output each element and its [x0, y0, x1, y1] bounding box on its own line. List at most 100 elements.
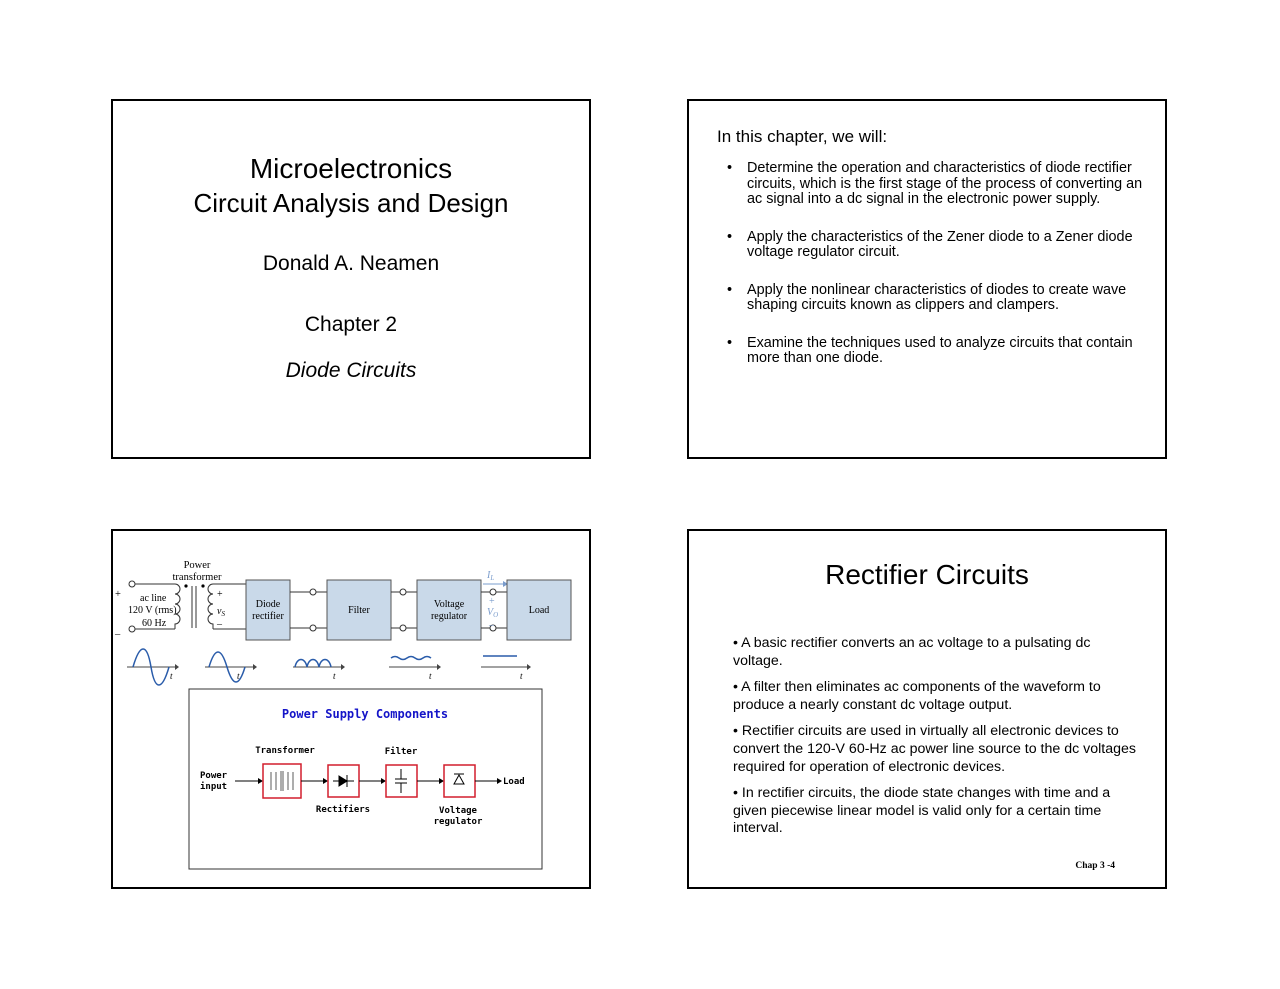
plus-sign: + — [217, 589, 223, 600]
load-label: Load — [503, 777, 525, 787]
slide-title: Rectifier Circuits — [825, 559, 1029, 590]
node — [489, 624, 497, 632]
list-item: • Examine the techniques used to analyze … — [727, 334, 1147, 367]
capacitor-icon — [395, 769, 407, 793]
input-terminal — [128, 625, 136, 633]
arrowhead — [258, 778, 263, 784]
power-supply-figure: Power transformer + – ac line 120 V (rms… — [114, 560, 572, 870]
block-diagram: Power transformer + – ac line 120 V (rms… — [114, 560, 572, 641]
filter-block — [326, 579, 392, 641]
book-subtitle: Circuit Analysis and Design — [193, 188, 509, 218]
filter-label: Filter — [385, 746, 418, 757]
diode-icon — [333, 775, 354, 787]
rectifiers-label: Rectifiers — [316, 804, 370, 815]
t-label: t — [170, 671, 173, 681]
t-label: t — [520, 671, 523, 681]
block-label: regulator — [431, 611, 468, 622]
t-label: t — [237, 671, 240, 681]
objectives-intro: In this chapter, we will: — [717, 127, 888, 146]
paragraph: • A basic rectifier converts an ac volta… — [733, 635, 1091, 669]
transformer-box — [262, 763, 302, 799]
node — [399, 624, 407, 632]
components-title: Power Supply Components — [282, 707, 448, 721]
transformer-icon — [270, 772, 294, 790]
objective-text: Determine the operation and characterist… — [747, 160, 1143, 207]
axis-arrow — [253, 664, 257, 670]
voltage-regulator-label: Voltage — [439, 806, 478, 816]
objective-text: Apply the characteristics of the Zener d… — [747, 228, 1133, 260]
frequency-label: 60 Hz — [142, 618, 167, 629]
paragraph: • In rectifier circuits, the diode state… — [733, 785, 1111, 837]
node — [399, 588, 407, 596]
input-terminal — [128, 580, 136, 588]
arrowhead — [381, 778, 386, 784]
current-arrowhead — [503, 581, 508, 587]
bullet-marker: • — [727, 334, 733, 351]
objective-text: Examine the techniques used to analyze c… — [747, 334, 1133, 366]
block-label: Diode — [256, 599, 281, 610]
list-item: • Apply the characteristics of the Zener … — [727, 228, 1147, 261]
slide-title: Microelectronics Circuit Analysis and De… — [111, 99, 591, 459]
transformer-label: transformer — [173, 572, 222, 583]
vs-label: vS — [217, 606, 225, 618]
arrowhead — [497, 778, 502, 784]
dot-marker — [184, 584, 188, 588]
power-label: Power — [184, 560, 211, 571]
secondary-coil — [207, 583, 214, 629]
rectified-wave — [294, 658, 332, 668]
power-input-label: Power — [200, 771, 228, 781]
chapter-topic: Diode Circuits — [285, 359, 417, 382]
transformer-core-icon — [280, 771, 284, 791]
sine-wave — [132, 648, 170, 686]
slide-power-supply: Power transformer + – ac line 120 V (rms… — [111, 529, 591, 889]
waveform-row: t t t t t — [127, 648, 531, 686]
components-inset: Power Supply Components Transformer Filt… — [188, 688, 543, 870]
arrowhead — [439, 778, 444, 784]
arrowhead — [323, 778, 328, 784]
axis-arrow — [341, 664, 345, 670]
paragraph: • A filter then eliminates ac components… — [733, 679, 1101, 713]
axis-arrow — [437, 664, 441, 670]
slide-rectifier-circuits: Rectifier Circuits • A basic rectifier c… — [687, 529, 1167, 889]
node — [309, 624, 317, 632]
author-name: Donald A. Neamen — [262, 252, 440, 275]
block-label: rectifier — [252, 611, 284, 622]
plus-sign: + — [115, 589, 121, 600]
minus-sign: – — [114, 629, 121, 640]
voltage-label: 120 V (rms) — [128, 605, 177, 616]
bullet-marker: • — [727, 228, 733, 245]
minus-sign: – — [488, 620, 495, 631]
axis-arrow — [175, 664, 179, 670]
t-label: t — [333, 671, 336, 681]
slide-footer: Chap 3 -4 — [1075, 861, 1115, 871]
chapter-number: Chapter 2 — [304, 313, 398, 336]
t-label: t — [429, 671, 432, 681]
il-label: IL — [486, 570, 494, 582]
slide-objectives: In this chapter, we will: • Determine the… — [687, 99, 1167, 459]
list-item: •Determine the operation and characteris… — [727, 160, 1147, 208]
axis-arrow — [527, 664, 531, 670]
voltage-regulator-block — [416, 579, 482, 641]
node — [489, 588, 497, 596]
primary-coil — [174, 583, 181, 629]
minus-sign: – — [216, 619, 223, 630]
paragraph: • Rectifier circuits are used in virtual… — [733, 723, 1136, 775]
transformer-label: Transformer — [255, 746, 315, 756]
inset-frame — [188, 688, 543, 870]
sine-wave — [208, 651, 246, 683]
load-block — [506, 579, 572, 641]
block-label: Voltage — [434, 599, 465, 610]
ac-line-label: ac line — [140, 593, 167, 604]
plus-sign: + — [489, 596, 495, 607]
book-title: Microelectronics — [249, 153, 453, 184]
voltage-regulator-label: regulator — [434, 817, 483, 827]
ripple-wave — [390, 655, 432, 661]
vo-label: VO — [487, 607, 498, 619]
list-item: •Apply the nonlinear characteristics of … — [727, 282, 1147, 314]
regulator-box — [443, 764, 476, 798]
dot-marker — [201, 584, 205, 588]
zener-icon — [453, 773, 465, 785]
diode-rectifier-block — [245, 579, 291, 641]
node — [309, 588, 317, 596]
objectives-list: • Determine the operation and characteris… — [727, 160, 1147, 389]
